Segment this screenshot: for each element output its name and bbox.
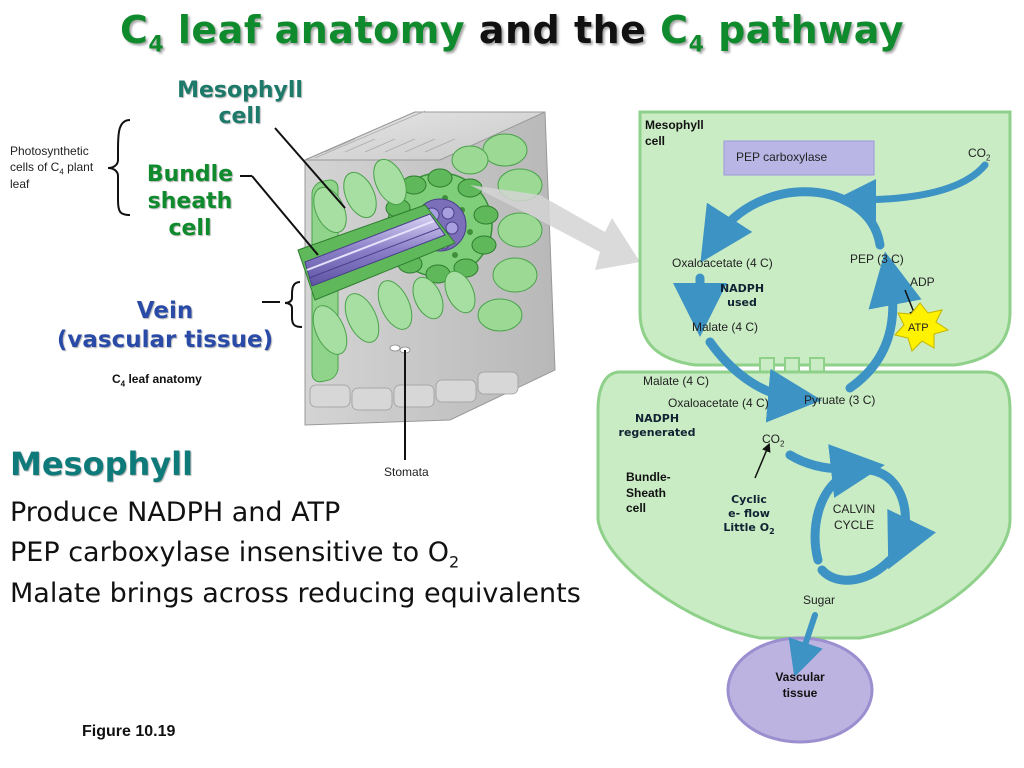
pep-to-oxaloacetate-arrow [700, 187, 885, 263]
calvin-cycle-loop [865, 465, 937, 570]
bracket-vein [284, 281, 303, 328]
vein-tube [297, 204, 456, 301]
notes-line-3: Malate brings across reducing equivalent… [10, 578, 581, 609]
notes-line-2: PEP carboxylase insensitive to O2 [10, 537, 460, 572]
malate-bs-label: Malate (4 C) [643, 374, 710, 388]
adp-label: ADP [910, 275, 935, 289]
malate-transport-arrow [705, 337, 822, 423]
bracket-photosynthetic [107, 119, 131, 216]
pep-carboxylase-box [723, 140, 875, 176]
title-c4-a: C4 leaf anatomy [119, 8, 466, 58]
title-c4-b: C4 pathway [660, 8, 905, 58]
pep-carboxylase-label: PEP carboxylase [736, 150, 828, 164]
leaf-anatomy-caption: C4 leaf anatomy [112, 372, 202, 389]
photosynthetic-cells-label: Photosynthetic cells of C4 plant leaf [10, 144, 94, 192]
zoom-arrow [470, 185, 640, 270]
page-title: C4 leaf anatomy and the C4 pathway [0, 8, 1024, 58]
sugar-label: Sugar [803, 593, 836, 607]
bundle-sheath-cell-shape [596, 370, 1012, 640]
vein-label: Vein (vascular tissue) [56, 298, 274, 353]
oxaloacetate-top-label: Oxaloacetate (4 C) [672, 256, 773, 270]
pyruvate-to-pep-arrow [845, 251, 922, 393]
sugar-to-vascular-arrow [788, 612, 823, 678]
malate-top-label: Malate (4 C) [692, 320, 759, 334]
calvin-cycle-label: CALVIN CYCLE [832, 502, 876, 532]
notes-line-1: Produce NADPH and ATP [10, 497, 341, 528]
oxaloacetate-bs-label: Oxaloacetate (4 C) [668, 396, 769, 410]
leaf-block [297, 110, 556, 426]
cyclic-pointer-line [754, 442, 771, 479]
nadph-used-label: NADPH used [719, 282, 765, 309]
pathway-mesophyll-label: Mesophyll cell [645, 118, 704, 148]
vascular-tissue-label: Vascular tissue [775, 670, 825, 700]
co2-to-calvin-arrow [785, 444, 885, 498]
figure-label: Figure 10.19 [82, 723, 176, 740]
leader-lines [240, 127, 406, 460]
co2-top-label: CO2 [968, 146, 991, 163]
bundle-sheath-pathway-label: Bundle- Sheath cell [626, 470, 671, 516]
pep-label: PEP (3 C) [850, 252, 904, 266]
nadph-regenerated-label: NADPH regenerated [618, 412, 696, 439]
co2-intake-arrow [834, 161, 989, 221]
atp-label: ATP [908, 322, 929, 334]
pyruvate-label: Pyruate (3 C) [804, 393, 876, 407]
title-and-the: and the [465, 8, 661, 52]
notes-heading: Mesophyll [10, 445, 194, 483]
co2-bs-label: CO2 [762, 432, 785, 449]
cyclic-flow-label: Cyclic e- flow Little O2 [723, 493, 775, 536]
stomata-label: Stomata [384, 465, 429, 479]
mesophyll-cell-label: Mesophyll cell [177, 78, 303, 130]
bundle-sheath-cell-label: Bundle sheath cell [146, 162, 234, 241]
atp-star [894, 302, 950, 352]
